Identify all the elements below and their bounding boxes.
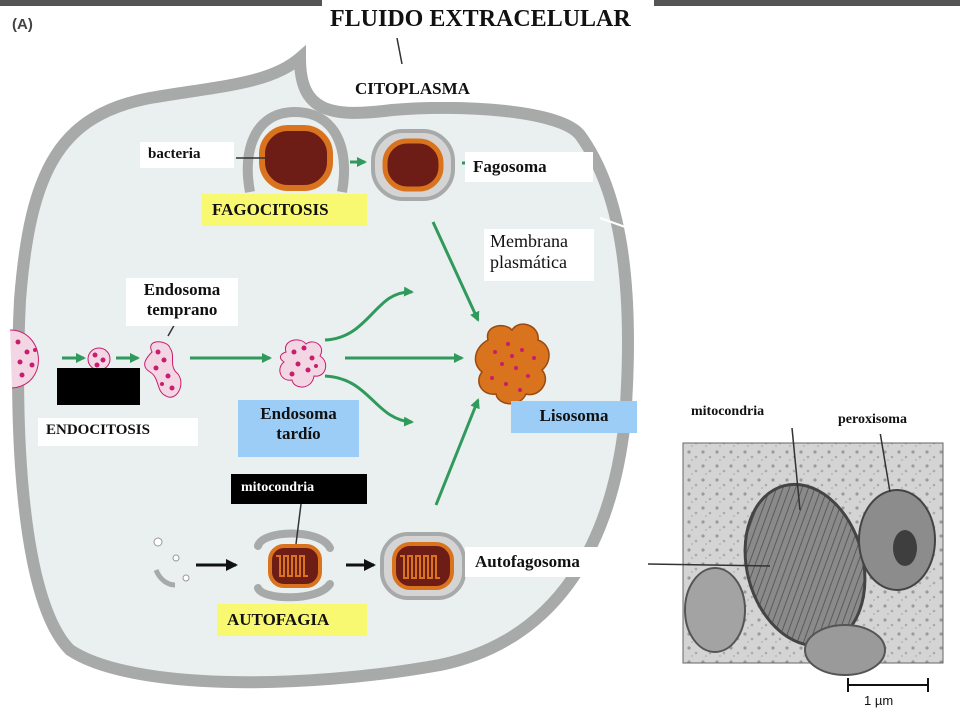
endocytic-membrane <box>9 329 39 389</box>
arrow-curve-up <box>324 286 414 342</box>
lysosome-label: Lisosoma <box>511 401 637 433</box>
extracellular-fluid-label: FLUIDO EXTRACELULAR <box>322 0 654 38</box>
scale-bar-label: 1 µm <box>864 693 894 708</box>
phagocytic-cup <box>242 106 350 193</box>
redacted-box <box>57 368 140 405</box>
late-endosome-line2: tardío <box>276 423 321 443</box>
late-endosome-line1: Endosoma <box>260 404 337 423</box>
peroxisome-label: peroxisoma <box>830 410 945 434</box>
autophagy-label: AUTOFAGIA <box>217 604 367 636</box>
cytoplasm-label: CITOPLASMA <box>345 75 500 102</box>
pointer-autophagosome-micrograph <box>647 563 771 567</box>
early-endosome <box>144 341 182 398</box>
phagosome-label: Fagosoma <box>465 152 593 182</box>
electron-micrograph <box>682 442 944 676</box>
arrow-down-to-lysosome <box>431 221 480 322</box>
late-endosome-label: Endosoma tardío <box>238 400 359 457</box>
panel-letter: (A) <box>12 16 33 33</box>
phagocytosis-label: FAGOCITOSIS <box>202 194 367 226</box>
endocytosis-label: ENDOCITOSIS <box>38 418 198 446</box>
arrow-curve-down <box>324 374 414 427</box>
late-endosome <box>279 339 327 388</box>
early-endosome-label: Endosoma temprano <box>126 278 238 326</box>
autophagosome-label: Autofagosoma <box>465 547 647 577</box>
lysosome <box>474 323 550 405</box>
early-endosome-line1: Endosoma <box>143 280 221 299</box>
isolation-membrane <box>254 529 334 602</box>
autophagosome <box>380 532 466 600</box>
bacterium <box>259 125 333 191</box>
endocytic-vesicle <box>87 347 111 371</box>
scale-bar <box>847 678 929 692</box>
autophagy-vesicle-fragments <box>153 537 190 588</box>
plasma-membrane-label: Membrana plasmática <box>484 229 594 281</box>
micrograph-mitochondria-label: mitocondria <box>683 400 818 428</box>
plasma-membrane-line2: plasmática <box>490 251 567 272</box>
plasma-membrane-line1: Membrana <box>490 231 568 251</box>
arrow-up-to-lysosome <box>434 398 480 506</box>
cell-mitochondria-label: mitocondria <box>231 474 367 504</box>
early-endosome-line2: temprano <box>146 299 218 319</box>
bacteria-label: bacteria <box>140 142 234 168</box>
